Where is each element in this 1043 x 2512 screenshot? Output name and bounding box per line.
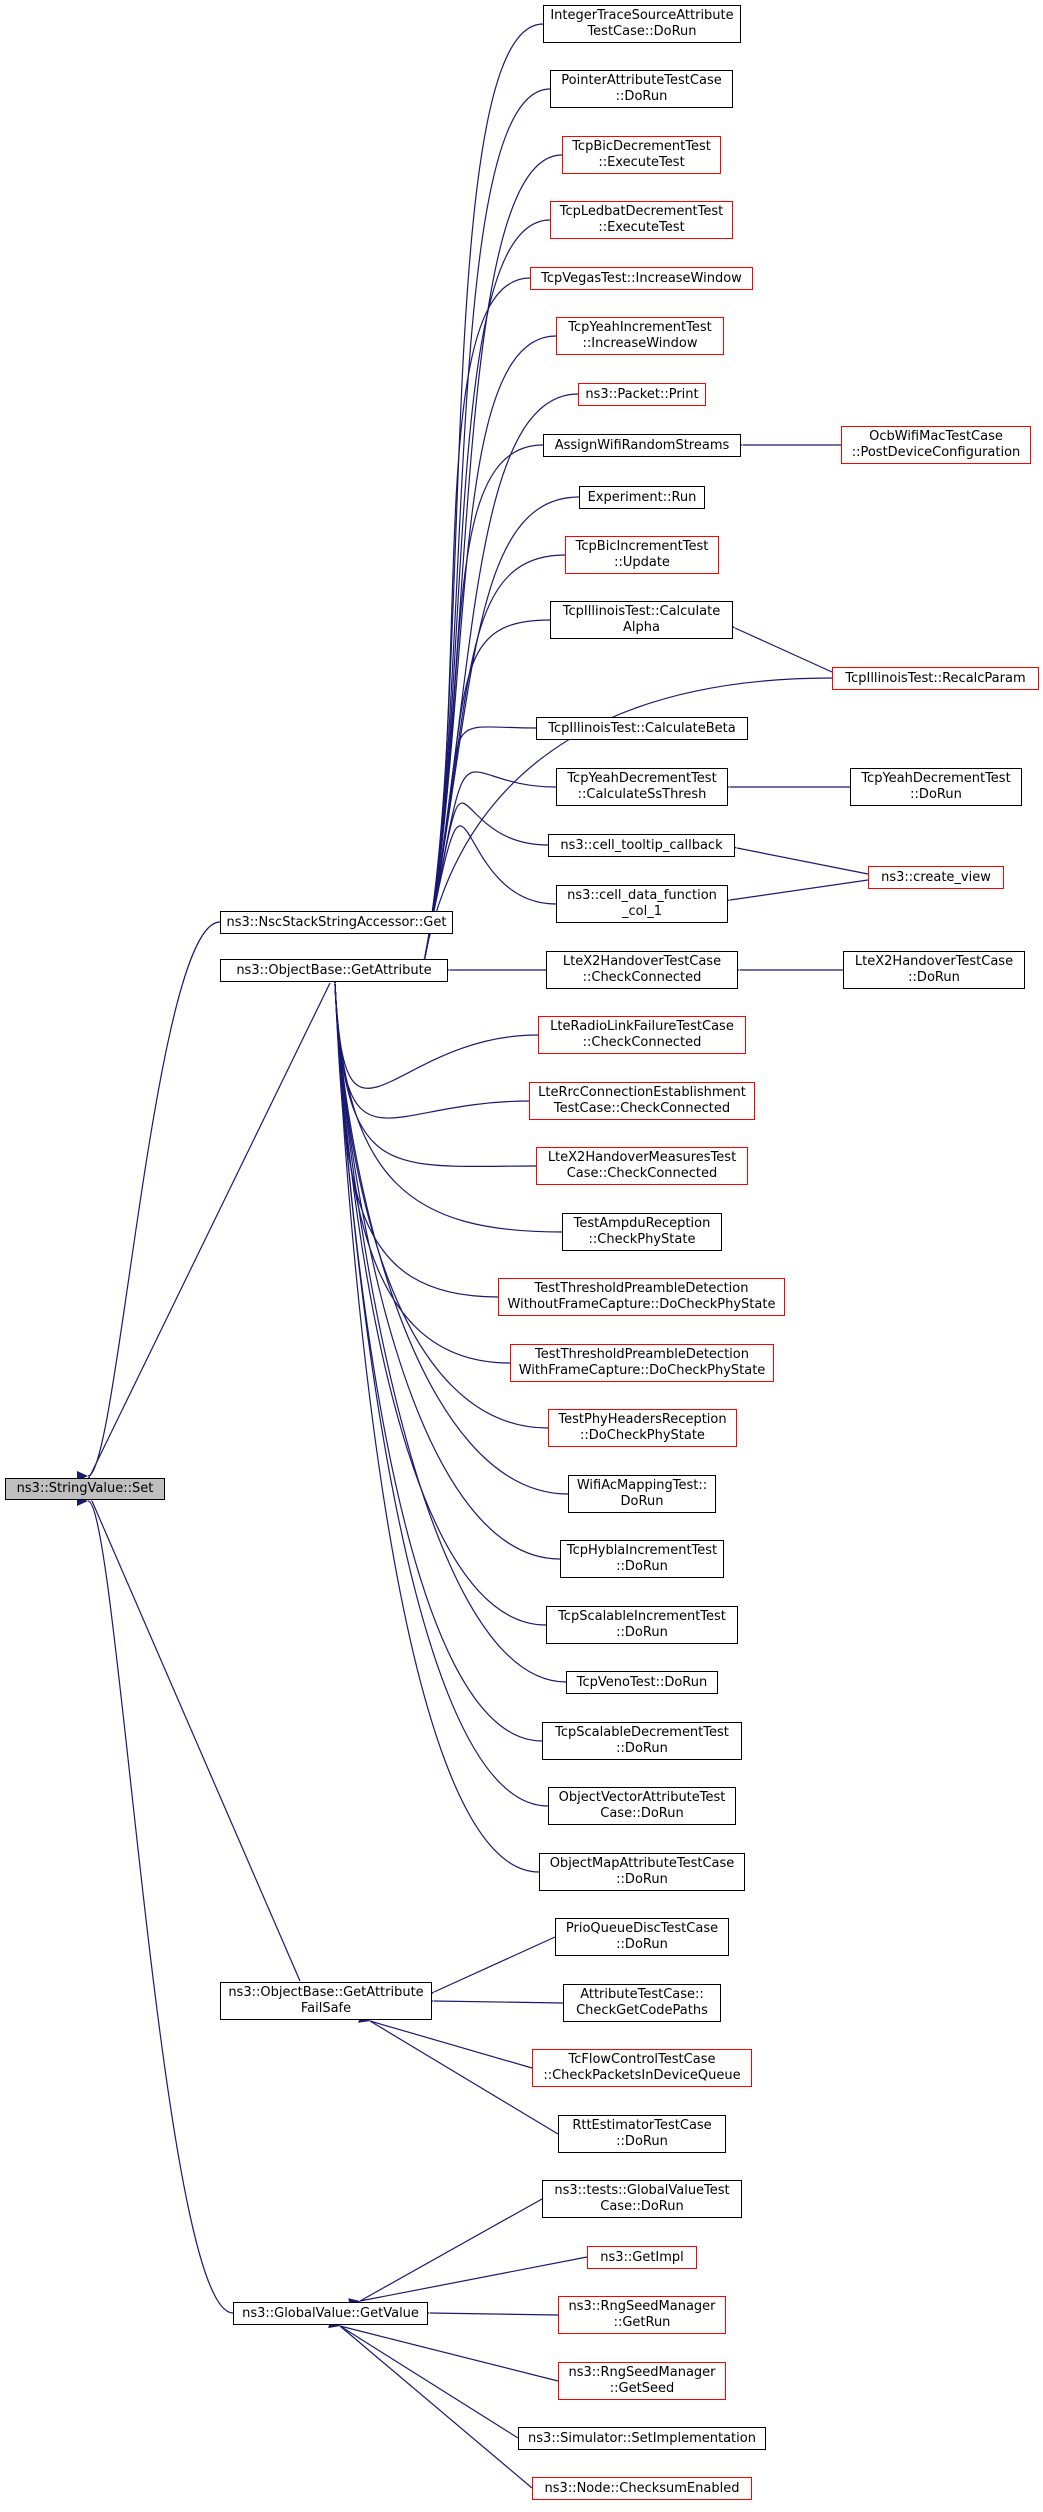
- node-test-ampdu-reception[interactable]: TestAmpduReception ::CheckPhyState: [562, 1213, 722, 1251]
- node-lte-radio-link-failure-check-connected[interactable]: LteRadioLinkFailureTestCase ::CheckConne…: [538, 1016, 746, 1054]
- node-tcp-vegas-test[interactable]: TcpVegasTest::IncreaseWindow: [530, 267, 753, 290]
- node-object-vector-attribute-test[interactable]: ObjectVectorAttributeTest Case::DoRun: [548, 1787, 736, 1825]
- node-tcp-scalable-decrement-test[interactable]: TcpScalableDecrementTest ::DoRun: [542, 1722, 742, 1760]
- node-assign-wifi-random-streams[interactable]: AssignWifiRandomStreams: [543, 434, 741, 457]
- node-test-phy-headers-reception[interactable]: TestPhyHeadersReception ::DoCheckPhyStat…: [548, 1409, 737, 1447]
- node-threshold-preamble-with-capture[interactable]: TestThresholdPreambleDetection WithFrame…: [510, 1344, 774, 1382]
- node-lte-rrc-connection-establishment[interactable]: LteRrcConnectionEstablishment TestCase::…: [529, 1082, 755, 1120]
- node-integer-trace-source-attribute-test[interactable]: IntegerTraceSourceAttribute TestCase::Do…: [543, 5, 741, 43]
- node-object-base-get-attribute-failsafe[interactable]: ns3::ObjectBase::GetAttribute FailSafe: [220, 1982, 432, 2020]
- node-tc-flow-control-test[interactable]: TcFlowControlTestCase ::CheckPacketsInDe…: [532, 2049, 752, 2087]
- node-rng-seed-manager-get-seed[interactable]: ns3::RngSeedManager ::GetSeed: [558, 2362, 726, 2400]
- node-string-value-set: ns3::StringValue::Set: [5, 1478, 165, 1500]
- node-get-impl[interactable]: ns3::GetImpl: [587, 2246, 697, 2269]
- node-tcp-yeah-increment-test[interactable]: TcpYeahIncrementTest ::IncreaseWindow: [556, 317, 724, 355]
- node-cell-tooltip-callback[interactable]: ns3::cell_tooltip_callback: [548, 834, 735, 857]
- node-attribute-test-check-get-code-paths[interactable]: AttributeTestCase:: CheckGetCodePaths: [563, 1984, 721, 2022]
- node-tcp-bic-decrement-test[interactable]: TcpBicDecrementTest ::ExecuteTest: [562, 136, 721, 174]
- node-cell-data-function[interactable]: ns3::cell_data_function _col_1: [556, 885, 728, 923]
- node-tcp-yeah-decrement-do-run[interactable]: TcpYeahDecrementTest ::DoRun: [850, 768, 1022, 806]
- node-threshold-preamble-without-capture[interactable]: TestThresholdPreambleDetection WithoutFr…: [498, 1278, 785, 1316]
- node-nsc-stack-string-accessor-get[interactable]: ns3::NscStackStringAccessor::Get: [220, 911, 453, 934]
- node-lte-x2-handover-check-connected[interactable]: LteX2HandoverTestCase ::CheckConnected: [546, 951, 738, 989]
- node-object-map-attribute-test[interactable]: ObjectMapAttributeTestCase ::DoRun: [539, 1853, 745, 1891]
- node-experiment-run[interactable]: Experiment::Run: [579, 486, 705, 509]
- node-tcp-bic-increment-test[interactable]: TcpBicIncrementTest ::Update: [565, 536, 719, 574]
- node-node-checksum-enabled[interactable]: ns3::Node::ChecksumEnabled: [532, 2477, 752, 2500]
- node-tcp-yeah-decrement-calculate-ssthresh[interactable]: TcpYeahDecrementTest ::CalculateSsThresh: [556, 768, 728, 806]
- node-prio-queue-disc-test[interactable]: PrioQueueDiscTestCase ::DoRun: [555, 1918, 729, 1956]
- node-wifi-ac-mapping-test[interactable]: WifiAcMappingTest:: DoRun: [568, 1475, 716, 1513]
- node-tcp-hybla-increment-test[interactable]: TcpHyblaIncrementTest ::DoRun: [560, 1540, 724, 1578]
- node-global-value-test-case[interactable]: ns3::tests::GlobalValueTest Case::DoRun: [542, 2180, 742, 2218]
- node-create-view[interactable]: ns3::create_view: [868, 866, 1004, 889]
- node-tcp-illinois-calculate-beta[interactable]: TcpIllinoisTest::CalculateBeta: [536, 717, 748, 740]
- node-packet-print[interactable]: ns3::Packet::Print: [578, 383, 706, 406]
- node-ocb-wifi-mac-test-case[interactable]: OcbWifiMacTestCase ::PostDeviceConfigura…: [841, 426, 1031, 464]
- node-rtt-estimator-test[interactable]: RttEstimatorTestCase ::DoRun: [558, 2115, 726, 2153]
- node-tcp-ledbat-decrement-test[interactable]: TcpLedbatDecrementTest ::ExecuteTest: [550, 201, 733, 239]
- node-lte-x2-handover-do-run[interactable]: LteX2HandoverTestCase ::DoRun: [843, 951, 1025, 989]
- node-tcp-veno-test[interactable]: TcpVenoTest::DoRun: [566, 1671, 718, 1694]
- node-global-value-get-value[interactable]: ns3::GlobalValue::GetValue: [233, 2302, 428, 2325]
- node-lte-x2-handover-measures-check-connected[interactable]: LteX2HandoverMeasuresTest Case::CheckCon…: [536, 1147, 748, 1185]
- node-tcp-illinois-calculate-alpha[interactable]: TcpIllinoisTest::Calculate Alpha: [550, 601, 733, 639]
- node-object-base-get-attribute[interactable]: ns3::ObjectBase::GetAttribute: [220, 959, 448, 982]
- node-simulator-set-implementation[interactable]: ns3::Simulator::SetImplementation: [518, 2427, 766, 2450]
- node-rng-seed-manager-get-run[interactable]: ns3::RngSeedManager ::GetRun: [558, 2296, 726, 2334]
- node-tcp-illinois-recalc-param[interactable]: TcpIllinoisTest::RecalcParam: [832, 667, 1039, 690]
- node-pointer-attribute-test[interactable]: PointerAttributeTestCase ::DoRun: [550, 70, 733, 108]
- node-tcp-scalable-increment-test[interactable]: TcpScalableIncrementTest ::DoRun: [546, 1606, 738, 1644]
